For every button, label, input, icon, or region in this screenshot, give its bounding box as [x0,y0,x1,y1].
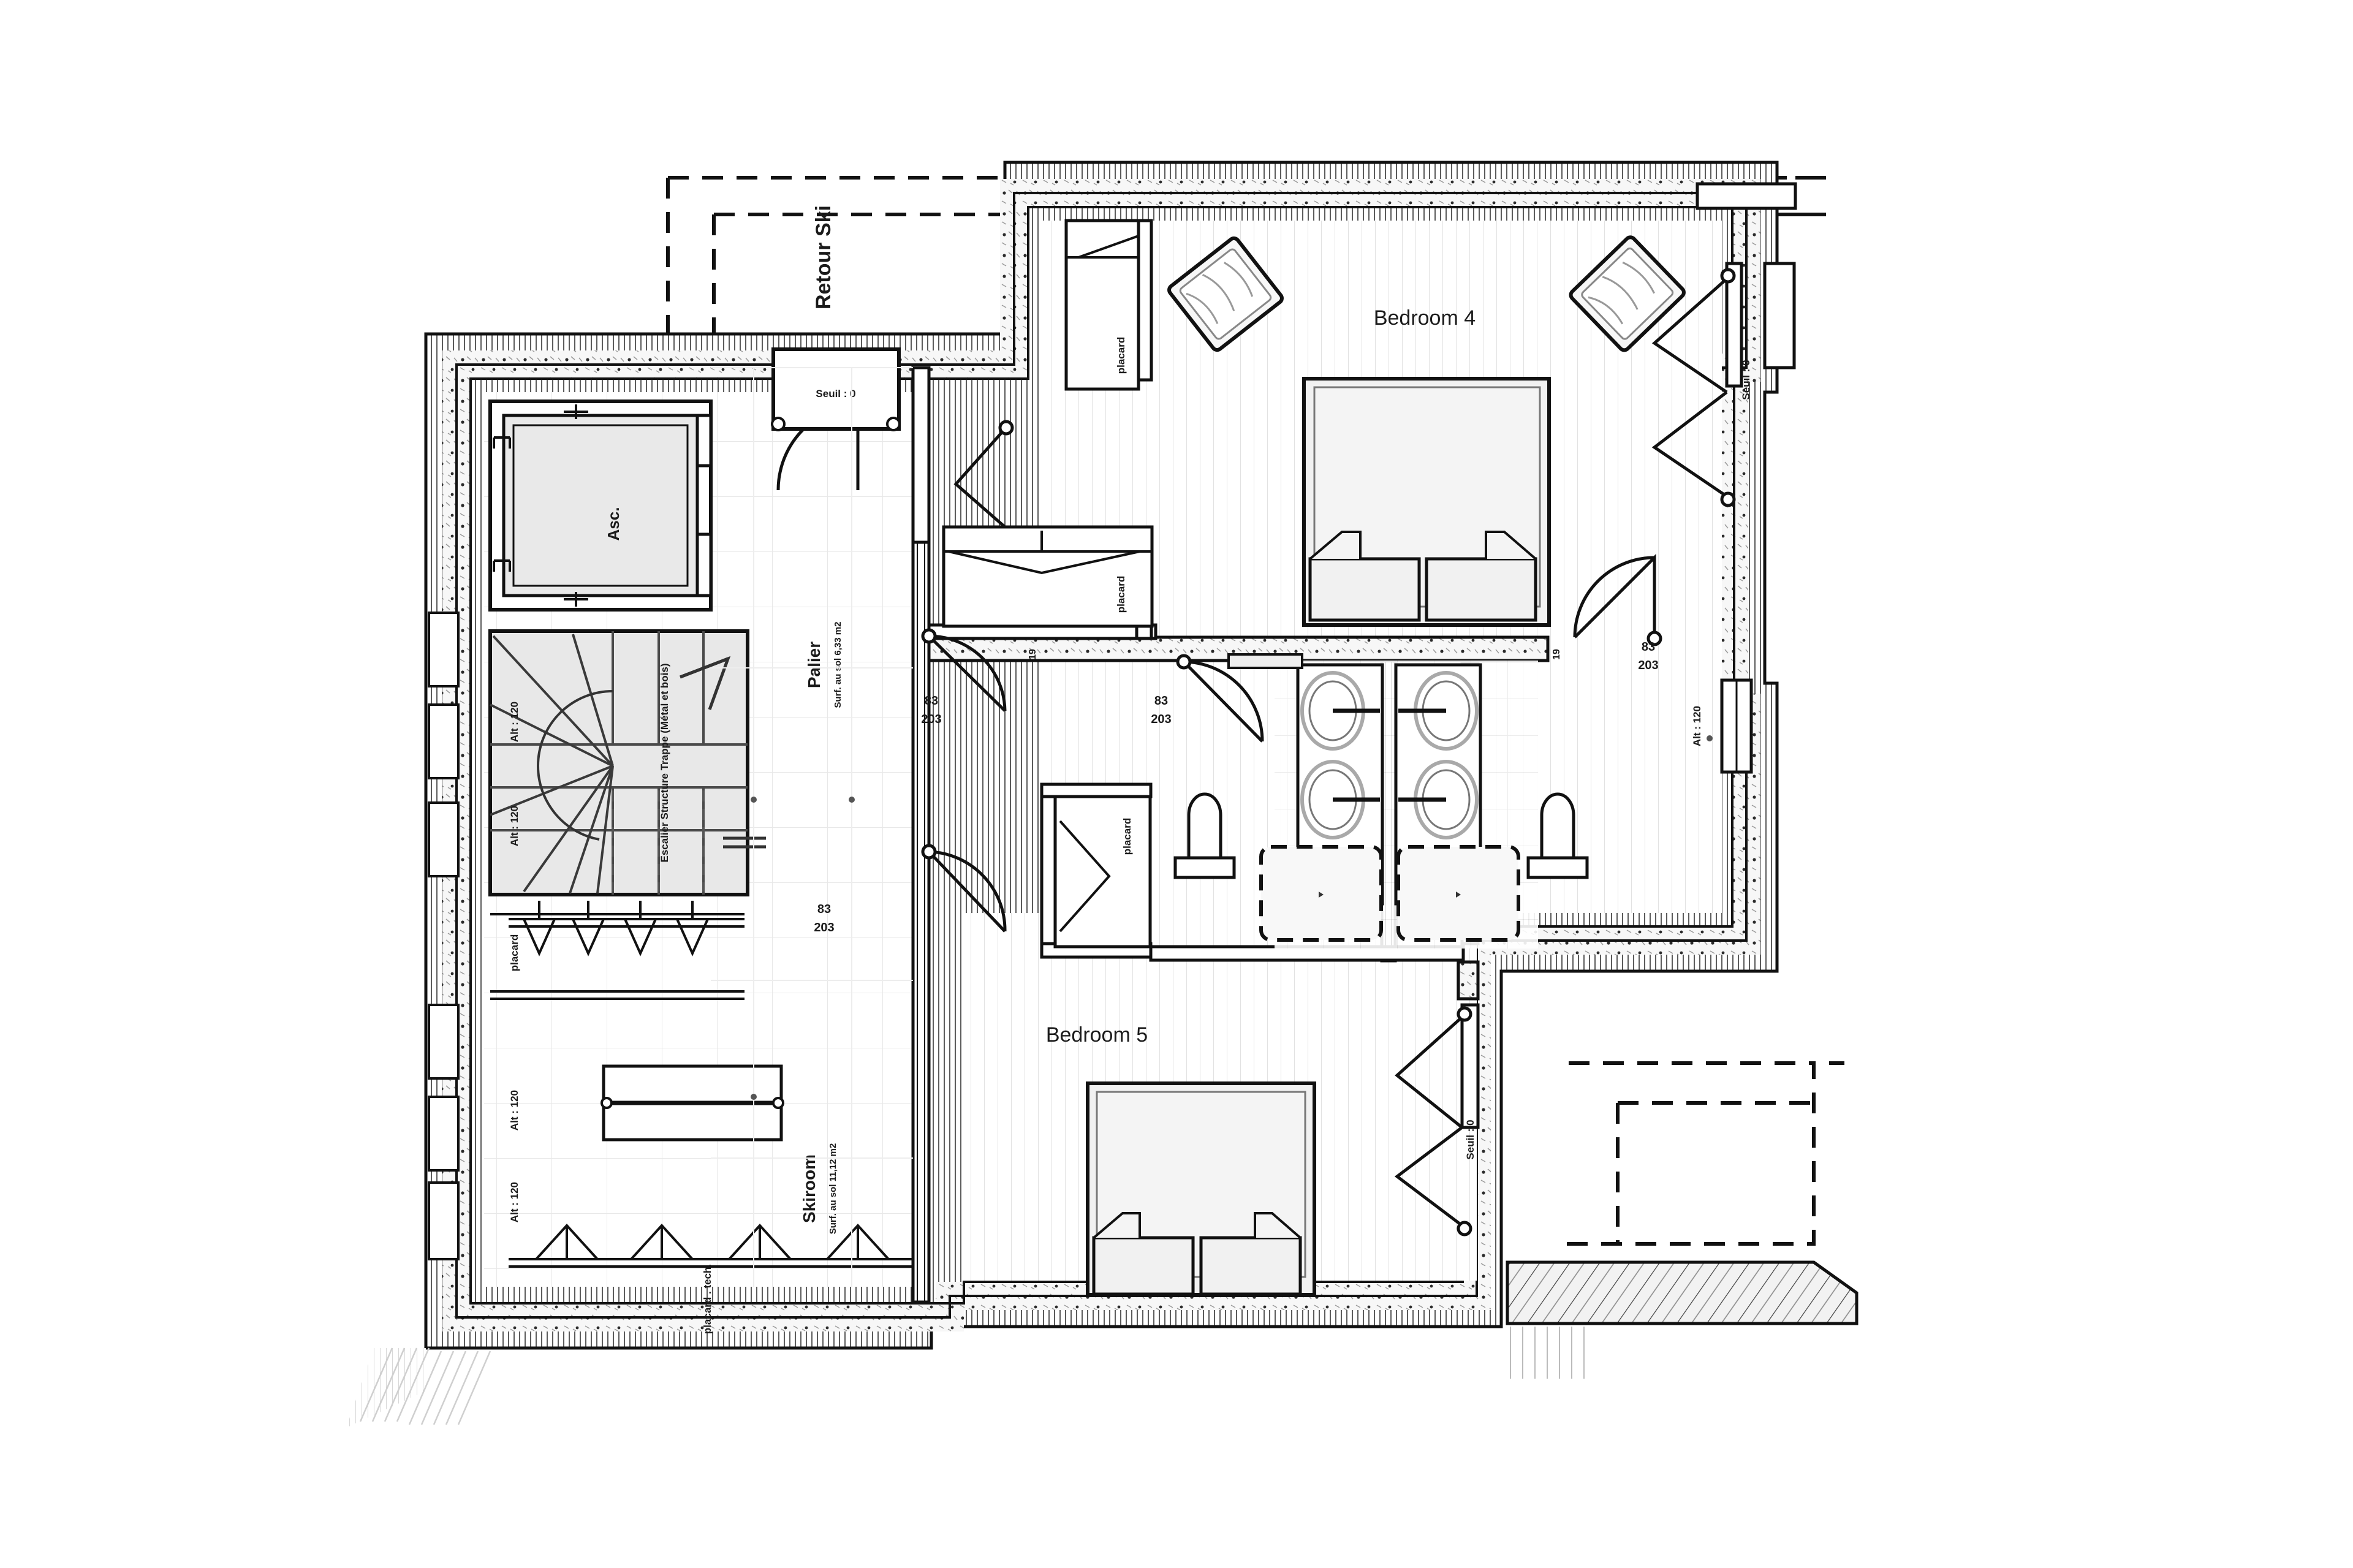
grid-nodes [751,735,1713,1100]
seuil-label-bedroom4-east: Seuil : 0 [1740,360,1752,400]
svg-text:83: 83 [817,903,831,916]
svg-text:83: 83 [1642,640,1655,654]
terrace-dashed-outline [1556,1061,1816,1246]
svg-text:Alt : 120: Alt : 120 [509,1090,520,1131]
alt-label-east: Alt : 120 [1691,706,1703,746]
seuil-label-entry: Seuil : 0 [816,388,855,400]
placard-labels-group: placard placard placard placard placard … [509,337,1133,1334]
svg-text:203: 203 [1638,659,1658,672]
placard-tech-label: placard . tech. [702,1264,713,1334]
door-dim-bathroom: 83 203 [1151,694,1171,726]
toilet-right [1526,792,1589,879]
room-label-bedroom4: Bedroom 4 [1374,306,1476,330]
skiroom-placard-left [490,913,745,1000]
window-bedroom4-northeast [1763,262,1796,369]
skiroom-bench [601,1064,784,1142]
armchair-bedroom4-left [1167,236,1284,352]
door-dim-palier-bedroom4: 83 203 [921,694,941,726]
svg-text:203: 203 [921,713,941,726]
room-label-asc: Asc. [604,507,623,541]
armchair-bedroom4-right [1569,235,1686,352]
placard-label-1: placard [1115,337,1127,374]
elevator-shaft [488,400,713,612]
placard-bedroom4-hall [942,525,1154,628]
french-door-bedroom5-east [1394,1003,1480,1237]
alt-labels-left: Alt : 120 Alt : 120 Alt : 120 Alt : 120 [509,702,520,1222]
entry-door-north [771,347,901,431]
placard-label-2: placard [1115,576,1127,613]
placard-label-4: placard [509,934,520,971]
svg-text:83: 83 [925,694,938,708]
placard-bedroom4-north [1064,219,1140,391]
svg-text:203: 203 [1151,713,1171,726]
shower-tray-right [1396,845,1520,942]
svg-text:Alt : 120: Alt : 120 [509,806,520,846]
door-bedroom4-hall [1573,553,1662,646]
bed-bedroom5 [1086,1081,1316,1297]
dim-19-right: 19 [1552,649,1562,660]
skiroom-ski-rack-lower [509,1224,913,1268]
door-corridor-north [953,420,1014,528]
retour-ski-vertical-tick [1795,176,1826,216]
door-palier-bedroom4 [921,628,1007,712]
retour-ski-label: Retour Ski [812,205,835,309]
staircase [488,629,766,896]
svg-text:Alt : 120: Alt : 120 [509,702,520,742]
toilet-left [1173,792,1236,879]
window-bedroom4-north [1696,182,1797,210]
left-exterior-windows [428,612,460,1260]
room-area-skiroom: Surf. au sol 11,12 m2 [828,1143,838,1234]
door-bathroom-left [1176,654,1264,743]
door-dim-palier-bedroom5: 83 203 [814,903,834,934]
room-area-palier: Surf. au sol 6,33 m2 [833,622,843,708]
svg-text:203: 203 [814,921,834,934]
placard-bathroom-hall [1053,795,1152,949]
dim-19-left: 19 [1028,649,1038,660]
shower-tray-left [1259,845,1383,942]
svg-text:Alt : 120: Alt : 120 [509,1182,520,1222]
room-label-bedroom5: Bedroom 5 [1046,1023,1148,1047]
window-bedroom4-east-lower [1720,678,1753,774]
bathrooms [1173,661,1589,949]
stone-retaining-wall [1506,1260,1859,1379]
door-dim-bedroom4: 83 203 [1638,640,1658,672]
skiroom-ski-rack-upper [509,901,745,956]
seuil-label-bedroom5-east: Seuil : 0 [1464,1119,1476,1159]
bed-bedroom4 [1302,377,1551,627]
room-label-skiroom: Skiroom [800,1154,819,1223]
exterior-deck-lower-left [346,1347,491,1428]
construction-grid [711,367,913,1287]
radiator-hall [1227,653,1303,669]
stair-structure-note: Escalier Structure Trappe (Métal et bois… [659,664,670,863]
room-label-palier: Palier [805,642,824,688]
door-palier-bedroom5 [921,844,1007,933]
french-door-bedroom4-east [1651,262,1743,507]
svg-text:83: 83 [1154,694,1168,708]
placard-label-3: placard [1121,818,1133,855]
